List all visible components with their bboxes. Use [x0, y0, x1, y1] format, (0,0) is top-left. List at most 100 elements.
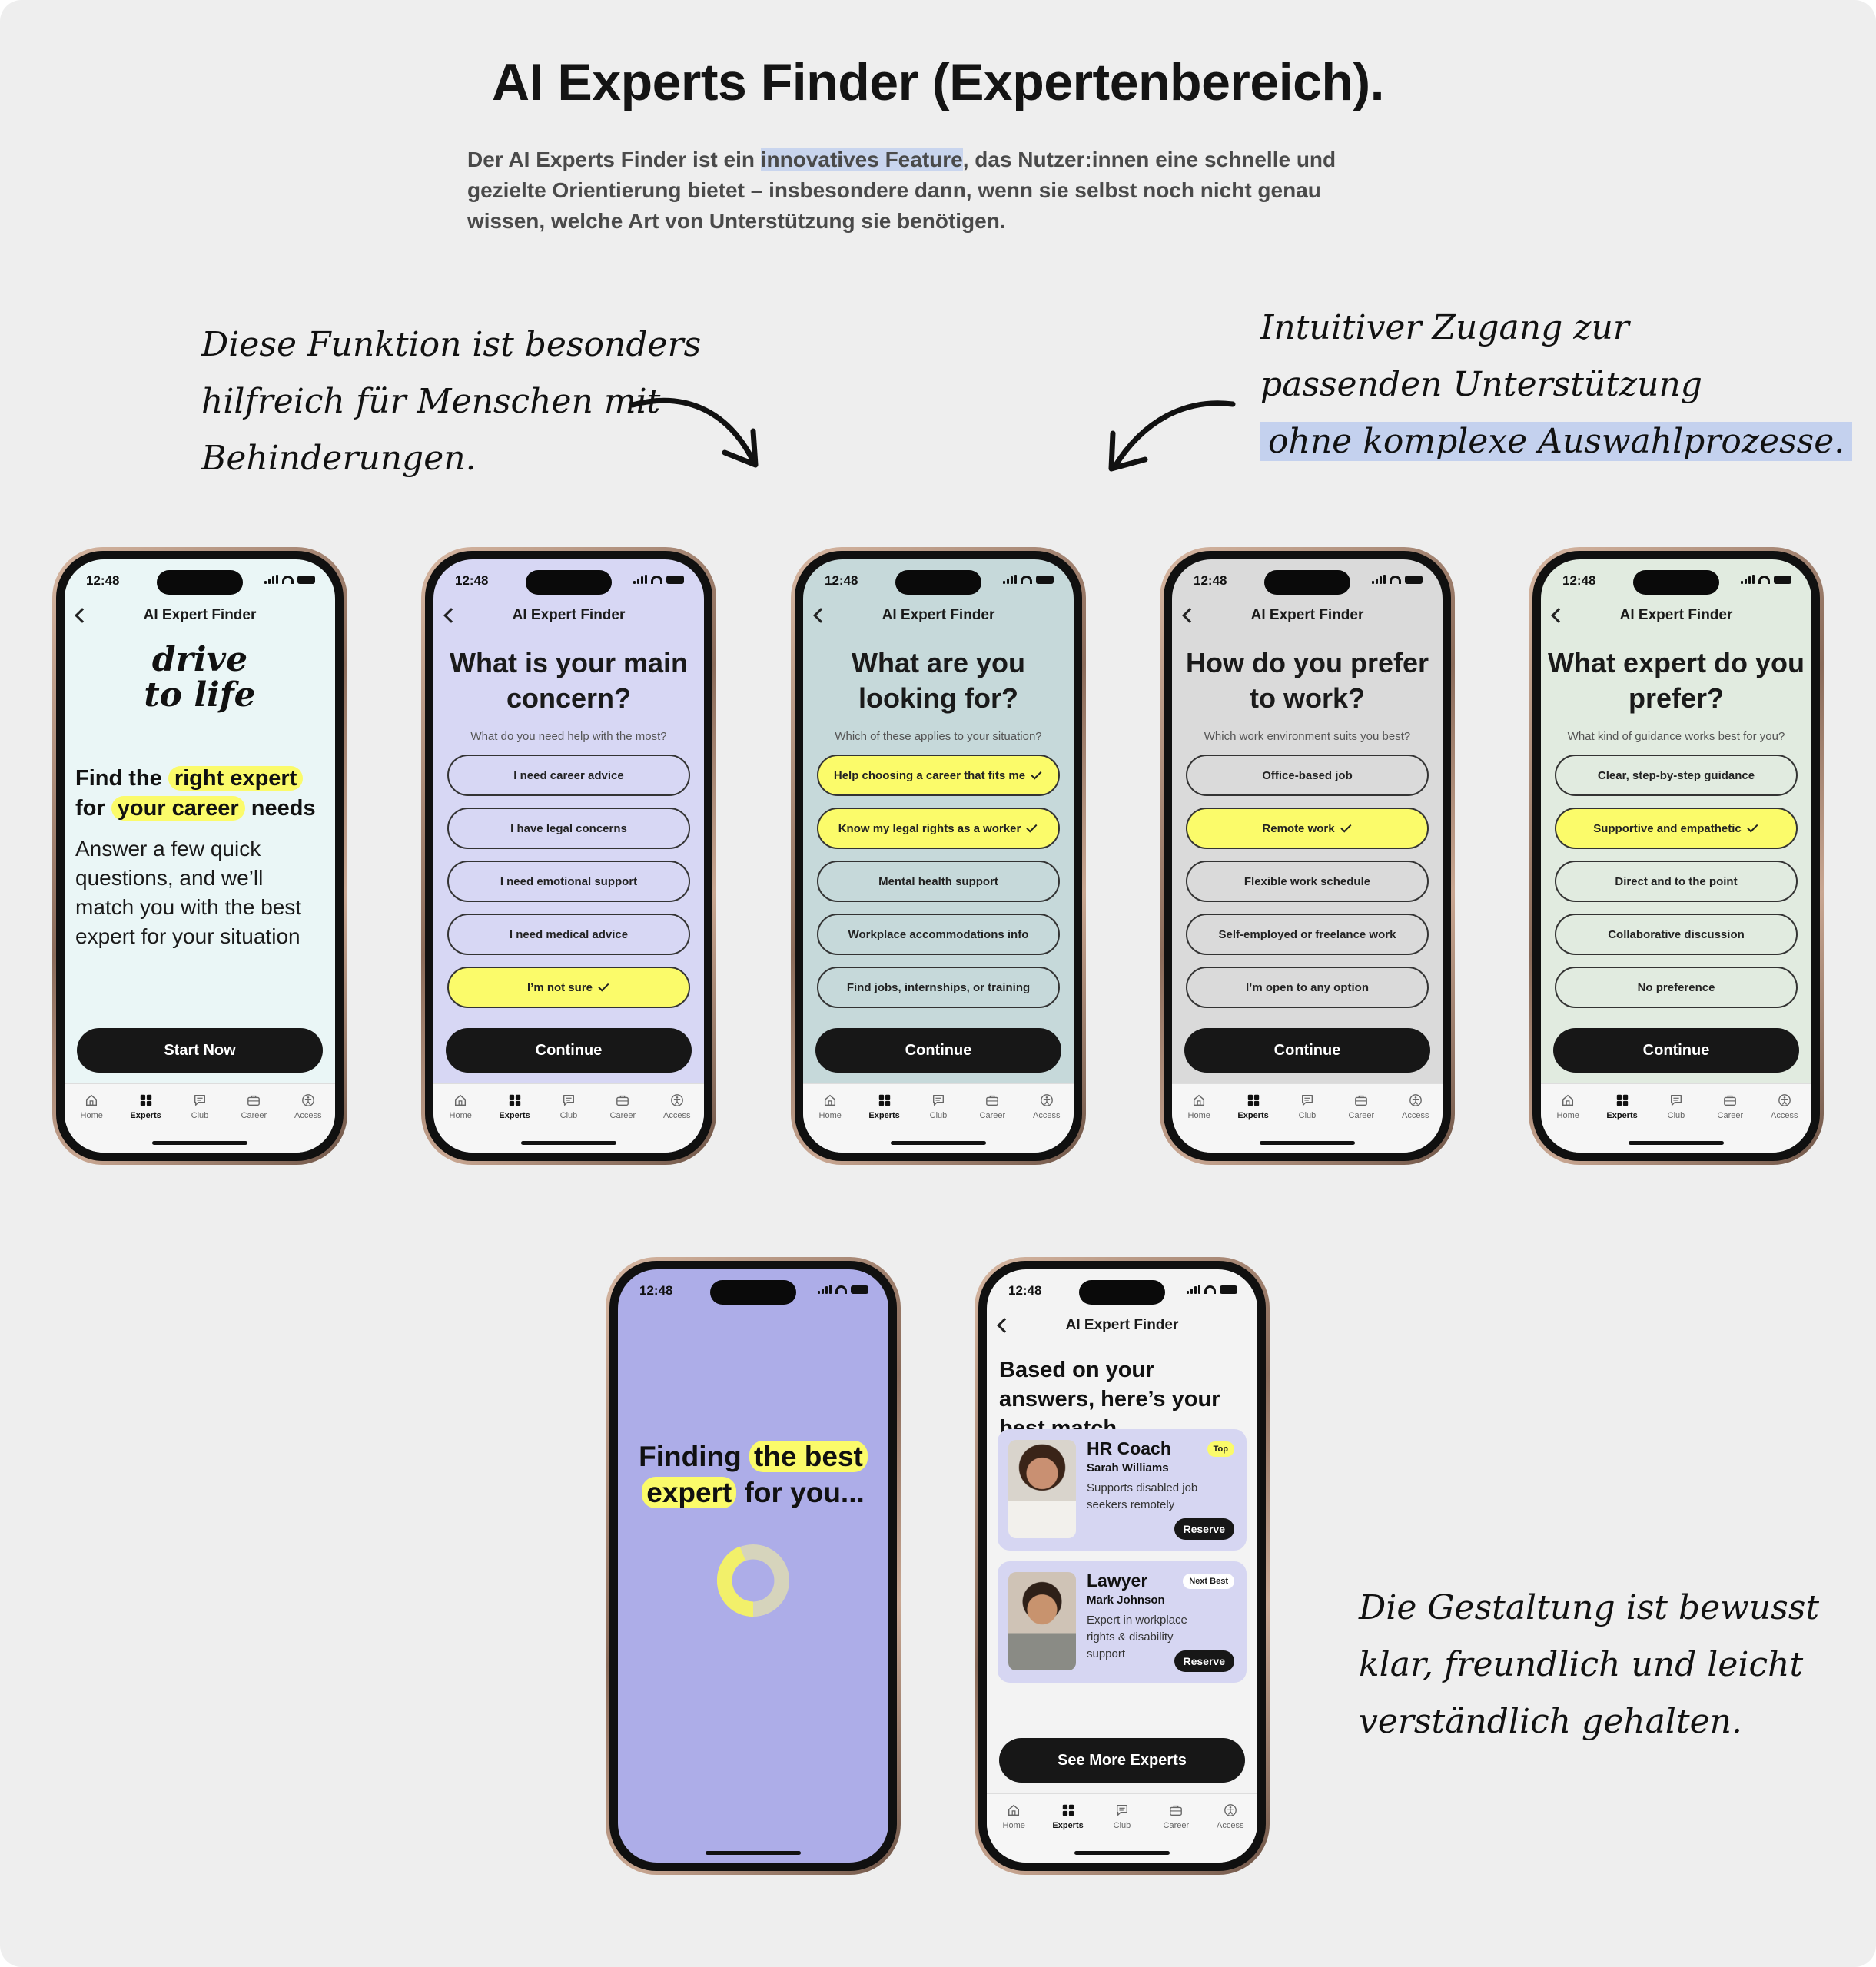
tab-career[interactable]: Career [1707, 1093, 1753, 1153]
back-icon[interactable] [1182, 608, 1197, 623]
tab-access[interactable]: Access [654, 1093, 700, 1153]
status-icons [1003, 575, 1054, 584]
tab-experts[interactable]: Experts [1045, 1803, 1091, 1863]
tab-access[interactable]: Access [1761, 1093, 1808, 1153]
tab-club[interactable]: Club [1284, 1093, 1330, 1153]
app-title: AI Expert Finder [882, 607, 995, 623]
tab-club[interactable]: Club [1653, 1093, 1699, 1153]
back-icon[interactable] [997, 1318, 1012, 1333]
app-bar: AI Expert Finder [1172, 607, 1443, 633]
back-icon[interactable] [1551, 608, 1566, 623]
tab-home[interactable]: Home [437, 1093, 483, 1153]
reserve-button[interactable]: Reserve [1174, 1650, 1234, 1672]
tab-home[interactable]: Home [68, 1093, 115, 1153]
start-now-button[interactable]: Start Now [77, 1028, 323, 1073]
option-label: Flexible work schedule [1243, 874, 1371, 888]
battery-icon [1405, 575, 1423, 584]
status-time: 12:48 [825, 573, 858, 588]
home-icon [1562, 1094, 1574, 1106]
tab-access[interactable]: Access [1207, 1803, 1253, 1863]
status-icons [633, 575, 684, 584]
signal-icon [1741, 575, 1755, 584]
battery-icon [851, 1285, 868, 1294]
tab-experts[interactable]: Experts [862, 1093, 908, 1153]
home-indicator [152, 1141, 247, 1145]
answer-option[interactable]: Supportive and empathetic [1555, 808, 1798, 849]
grid-icon [1062, 1804, 1074, 1816]
tab-club[interactable]: Club [177, 1093, 223, 1153]
home-indicator [706, 1851, 801, 1855]
answer-option[interactable]: Help choosing a career that fits me [817, 755, 1060, 796]
answer-option[interactable]: I need career advice [447, 755, 690, 796]
continue-button[interactable]: Continue [1184, 1028, 1430, 1073]
tab-career[interactable]: Career [969, 1093, 1015, 1153]
tab-label: Home [818, 1111, 842, 1120]
expert-card-next[interactable]: Lawyer Mark Johnson Expert in workplace … [998, 1561, 1247, 1683]
tab-home[interactable]: Home [991, 1803, 1037, 1863]
description-end: , das Nutzer:innen eine schnelle und gez… [467, 148, 1336, 233]
tab-experts[interactable]: Experts [1230, 1093, 1277, 1153]
continue-button[interactable]: Continue [815, 1028, 1061, 1073]
grid-icon [509, 1094, 520, 1106]
continue-button[interactable]: Continue [446, 1028, 692, 1073]
answer-option[interactable]: Clear, step-by-step guidance [1555, 755, 1798, 796]
tab-label: Home [449, 1111, 472, 1120]
back-icon[interactable] [813, 608, 828, 623]
back-icon[interactable] [75, 608, 90, 623]
back-icon[interactable] [443, 608, 459, 623]
answer-option[interactable]: Self-employed or freelance work [1186, 914, 1429, 955]
briefcase-icon [1170, 1805, 1183, 1816]
answer-option[interactable]: No preference [1555, 967, 1798, 1008]
answer-option[interactable]: I need medical advice [447, 914, 690, 955]
answer-option[interactable]: Remote work [1186, 808, 1429, 849]
tab-experts[interactable]: Experts [123, 1093, 169, 1153]
answer-option[interactable]: Find jobs, internships, or training [817, 967, 1060, 1008]
status-time: 12:48 [1562, 573, 1596, 588]
answer-option[interactable]: Flexible work schedule [1186, 861, 1429, 902]
answer-option[interactable]: Office-based job [1186, 755, 1429, 796]
wifi-icon [282, 575, 294, 584]
tab-label: Club [1113, 1821, 1131, 1830]
tab-label: Access [1402, 1111, 1429, 1120]
answer-option[interactable]: Workplace accommodations info [817, 914, 1060, 955]
tab-career[interactable]: Career [599, 1093, 646, 1153]
tab-career[interactable]: Career [1153, 1803, 1199, 1863]
answer-option[interactable]: I have legal concerns [447, 808, 690, 849]
grid-icon [140, 1094, 151, 1106]
tab-club[interactable]: Club [915, 1093, 961, 1153]
answer-option[interactable]: I’m open to any option [1186, 967, 1429, 1008]
tab-home[interactable]: Home [1545, 1093, 1591, 1153]
answer-option[interactable]: Mental health support [817, 861, 1060, 902]
tab-experts[interactable]: Experts [492, 1093, 538, 1153]
tab-access[interactable]: Access [1393, 1093, 1439, 1153]
answer-option[interactable]: I need emotional support [447, 861, 690, 902]
tab-club[interactable]: Club [546, 1093, 592, 1153]
answer-option[interactable]: Direct and to the point [1555, 861, 1798, 902]
logo-line: to life [144, 675, 256, 715]
tab-access[interactable]: Access [1024, 1093, 1070, 1153]
note-line: verständlich gehalten. [1359, 1702, 1742, 1741]
tab-club[interactable]: Club [1099, 1803, 1145, 1863]
answer-option[interactable]: Know my legal rights as a worker [817, 808, 1060, 849]
option-label: Supportive and empathetic [1593, 821, 1742, 835]
see-more-experts-button[interactable]: See More Experts [999, 1738, 1245, 1783]
tab-label: Experts [1052, 1821, 1084, 1830]
note-line: klar, freundlich und leicht [1359, 1645, 1804, 1684]
briefcase-icon [986, 1095, 999, 1106]
tab-access[interactable]: Access [285, 1093, 331, 1153]
reserve-button[interactable]: Reserve [1174, 1518, 1234, 1540]
answer-option[interactable]: Collaborative discussion [1555, 914, 1798, 955]
tab-home[interactable]: Home [807, 1093, 853, 1153]
loading-part: Finding [639, 1441, 742, 1472]
expert-card-top[interactable]: HR Coach Sarah Williams Supports disable… [998, 1429, 1247, 1551]
answer-option[interactable]: I’m not sure [447, 967, 690, 1008]
tab-experts[interactable]: Experts [1599, 1093, 1645, 1153]
title-part: for [75, 796, 105, 821]
wifi-icon [1758, 575, 1770, 584]
note-line: Behinderungen. [201, 439, 476, 478]
tab-home[interactable]: Home [1176, 1093, 1222, 1153]
tab-career[interactable]: Career [231, 1093, 277, 1153]
wifi-icon [651, 575, 662, 584]
continue-button[interactable]: Continue [1553, 1028, 1799, 1073]
tab-career[interactable]: Career [1338, 1093, 1384, 1153]
